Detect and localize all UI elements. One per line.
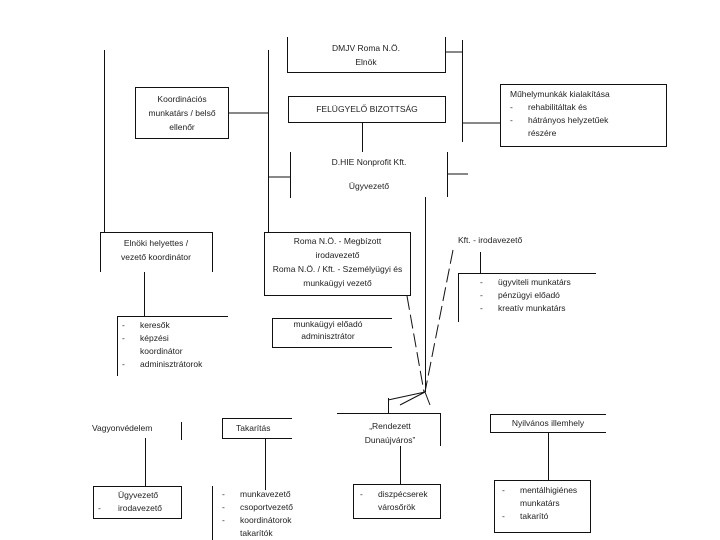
- node-title: Műhelymunkák kialakítása: [510, 89, 610, 99]
- list-item: diszpécserek: [356, 488, 428, 501]
- list-item: koordinátorok: [218, 514, 293, 527]
- list-item: koordinátor: [140, 346, 183, 356]
- node-takaritas-list: munkavezető csoportvezető koordinátorok …: [218, 488, 293, 540]
- node-vagyonvedelem-list: Ügyvezető irodavezető: [94, 489, 162, 515]
- node-text: munkatárs / belső: [148, 108, 216, 118]
- node-text: DMJV Roma N.Ö.: [331, 43, 400, 53]
- node-text: Koordinációs: [157, 94, 207, 104]
- node-text: Ügyvezető: [348, 181, 390, 191]
- node-text: Elnök: [355, 57, 377, 67]
- list-item: takarítók: [240, 528, 273, 538]
- list-item: hátrányos helyzetűek: [506, 114, 610, 127]
- list-item: takarító: [498, 510, 577, 523]
- node-text: munkaügyi vezető: [303, 278, 372, 288]
- list-item: részére: [528, 128, 557, 138]
- list-item: kreatív munkatárs: [476, 302, 571, 315]
- node-text: D.HIE Nonprofit Kft.: [331, 157, 407, 167]
- list-item: ügyviteli munkatárs: [476, 276, 571, 289]
- node-elnokhelyettes: Elnöki helyettes / vezető koordinátor: [100, 236, 212, 264]
- node-illemhely: Nyilvános illemhely: [511, 418, 585, 428]
- list-item: Ügyvezető: [118, 490, 159, 500]
- node-text: Roma N.Ö. / Kft. - Személyügyi és: [272, 264, 403, 274]
- list-item: csoportvezető: [218, 501, 293, 514]
- list-item: keresők: [118, 319, 202, 332]
- node-kft-iroda-list: ügyviteli munkatárs pénzügyi előadó krea…: [476, 276, 571, 315]
- list-item: munkatárs: [520, 498, 560, 508]
- node-text: „Rendezett: [369, 421, 411, 431]
- list-item: adminisztrátorok: [118, 358, 202, 371]
- list-item: rehabilitáltak és: [506, 101, 610, 114]
- node-vagyonvedelem: Vagyonvédelem: [92, 423, 153, 433]
- node-rendezett-list: diszpécserek városőrök: [356, 488, 428, 514]
- node-elnokhelyettes-list: keresők képzési koordinátor adminisztrát…: [118, 319, 202, 371]
- node-text: Roma N.Ö. - Megbízott: [293, 236, 382, 246]
- node-text: irodavezető: [315, 250, 360, 260]
- node-text: munkaügyi előadó: [293, 319, 363, 329]
- node-munkaugyi: munkaügyi előadó adminisztrátor: [272, 318, 384, 342]
- node-text: Dunaújváros”: [364, 435, 416, 445]
- node-takaritas: Takarítás: [236, 423, 271, 433]
- node-text: vezető koordinátor: [121, 252, 191, 262]
- node-kft-iroda-label: Kft. - irodavezető: [458, 235, 523, 245]
- node-text: Elnöki helyettes /: [123, 238, 189, 248]
- node-felugyelo: FELÜGYELŐ BIZOTTSÁG: [316, 104, 418, 114]
- node-koordinacios: Koordinációs munkatárs / belső ellenőr: [135, 92, 229, 134]
- node-elnok: DMJV Roma N.Ö. Elnök: [287, 41, 445, 69]
- list-item: irodavezető: [94, 502, 162, 515]
- list-item: pénzügyi előadó: [476, 289, 571, 302]
- list-item: képzési: [118, 332, 202, 345]
- node-nonprofit: D.HIE Nonprofit Kft. Ügyvezető: [290, 155, 448, 193]
- node-illemhely-list: mentálhigiénes munkatárs takarító: [498, 484, 577, 523]
- node-muhely: Műhelymunkák kialakítása rehabilitáltak …: [506, 88, 610, 140]
- node-rendezett: „Rendezett Dunaújváros”: [340, 419, 440, 447]
- node-roma-iroda: Roma N.Ö. - Megbízott irodavezető Roma N…: [264, 234, 411, 290]
- list-item: mentálhigiénes: [498, 484, 577, 497]
- node-text: ellenőr: [169, 122, 195, 132]
- node-text: adminisztrátor: [301, 331, 355, 341]
- list-item: munkavezető: [218, 488, 293, 501]
- list-item: városőrök: [378, 502, 416, 512]
